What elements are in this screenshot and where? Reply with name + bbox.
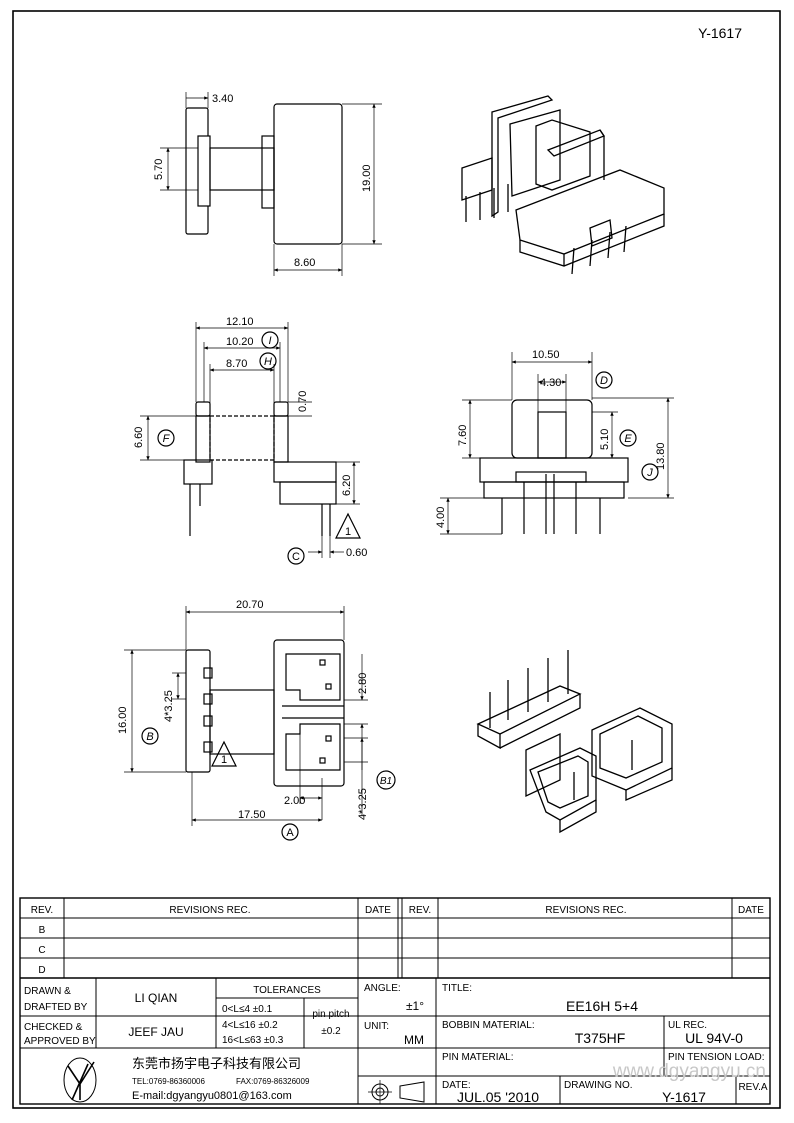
- drawn-label-2: DRAFTED BY: [24, 1002, 88, 1013]
- drawing-no-label: DRAWING NO.: [564, 1080, 633, 1091]
- drawing-no-value: Y-1617: [662, 1089, 706, 1105]
- unit-value: MM: [404, 1033, 424, 1047]
- unit-label: UNIT:: [364, 1021, 389, 1032]
- ul-rec-label: UL REC.: [668, 1020, 707, 1031]
- side-view: [140, 322, 361, 565]
- dim-6-20: 6.20: [341, 475, 353, 496]
- pin-pitch-label: pin pitch: [312, 1009, 349, 1020]
- tolerances-label: TOLERANCES: [253, 985, 321, 996]
- dim-2-80: 2.80: [357, 673, 369, 694]
- tag-1-side: 1: [345, 526, 351, 538]
- front-view: [440, 352, 674, 535]
- dim-3-40: 3.40: [212, 93, 233, 105]
- pin-tension-label: PIN TENSION LOAD:: [668, 1052, 765, 1063]
- dim-0-70: 0.70: [297, 391, 309, 412]
- dim-8-70: 8.70: [226, 358, 247, 370]
- ul-rec-value: UL 94V-0: [685, 1030, 743, 1046]
- dim-16-00: 16.00: [117, 706, 129, 734]
- dim-6-60: 6.60: [133, 427, 145, 448]
- drawn-by-value: LI QIAN: [135, 991, 178, 1005]
- dim-13-80: 13.80: [655, 442, 667, 470]
- checked-by-value: JEEF JAU: [128, 1025, 183, 1039]
- rev-header-rev-2: REV.: [409, 905, 431, 916]
- watermark: www.dgyangyu.cn: [612, 1061, 766, 1082]
- tag-c: C: [292, 551, 300, 563]
- tag-d: D: [600, 375, 608, 387]
- dim-10-20: 10.20: [226, 336, 254, 348]
- tolerance-row-2: 4<L≤16 ±0.2: [222, 1020, 278, 1031]
- company-name: 东莞市扬宇电子科技有限公司: [132, 1056, 301, 1072]
- angle-value: ±1°: [406, 999, 424, 1013]
- dim-12-10: 12.10: [226, 316, 254, 328]
- bottom-view: [124, 606, 396, 841]
- tag-e: E: [624, 433, 632, 445]
- title-label: TITLE:: [442, 983, 472, 994]
- dim-2-00: 2.00: [284, 795, 305, 807]
- dim-7-60: 7.60: [457, 425, 469, 446]
- dim-4x3-25-left: 4*3.25: [163, 690, 175, 722]
- pin-pitch-value: ±0.2: [321, 1026, 341, 1037]
- tag-j: J: [646, 467, 653, 479]
- tag-b: B: [146, 731, 153, 743]
- checked-label-2: APPROVED BY: [24, 1036, 96, 1047]
- title-value: EE16H 5+4: [566, 998, 638, 1014]
- dim-4-30: 4.30: [540, 377, 561, 389]
- iso-view-bottom: [476, 650, 673, 834]
- rev-header-rev: REV.: [31, 905, 53, 916]
- drawing-code: Y-1617: [698, 25, 742, 41]
- tolerance-row-3: 16<L≤63 ±0.3: [222, 1035, 284, 1046]
- dim-0-60: 0.60: [346, 547, 367, 559]
- tag-f: F: [163, 433, 171, 445]
- dim-8-60: 8.60: [294, 257, 315, 269]
- date-value: JUL.05 '2010: [457, 1089, 539, 1105]
- tag-a: A: [286, 827, 294, 839]
- tag-1-bottom: 1: [221, 754, 227, 766]
- rev-header-revisions-2: REVISIONS REC.: [545, 905, 626, 916]
- dim-4-00: 4.00: [435, 507, 447, 528]
- dim-4x3-25-right: 4*3.25: [357, 788, 369, 820]
- dim-5-70: 5.70: [153, 159, 165, 180]
- angle-label: ANGLE:: [364, 983, 401, 994]
- dim-5-10: 5.10: [599, 429, 611, 450]
- iso-view-top: [461, 95, 665, 275]
- dim-17-50: 17.50: [238, 809, 266, 821]
- company-email: E-mail:dgyangyu0801@163.com: [132, 1090, 292, 1102]
- dim-19-00: 19.00: [361, 164, 373, 192]
- dim-20-70: 20.70: [236, 599, 264, 611]
- drawn-label-1: DRAWN &: [24, 986, 71, 997]
- dim-10-50: 10.50: [532, 349, 560, 361]
- rev-row-b: B: [39, 925, 46, 936]
- tag-b1: B1: [380, 776, 392, 787]
- top-view: [160, 92, 382, 276]
- title-block: [19, 897, 771, 1105]
- tag-i: I: [268, 335, 271, 347]
- rev-row-d: D: [38, 965, 45, 976]
- rev-header-revisions: REVISIONS REC.: [169, 905, 250, 916]
- rev-a: REV.A: [738, 1082, 767, 1093]
- bobbin-material-label: BOBBIN MATERIAL:: [442, 1020, 535, 1031]
- bobbin-material-value: T375HF: [575, 1030, 626, 1046]
- company-tel: TEL:0769-86360006: [132, 1077, 206, 1086]
- company-fax: FAX:0769-86326009: [236, 1077, 310, 1086]
- rev-header-date: DATE: [365, 905, 391, 916]
- rev-header-date-2: DATE: [738, 905, 764, 916]
- tolerance-row-1: 0<L≤4 ±0.1: [222, 1004, 273, 1015]
- tag-h: H: [264, 356, 272, 368]
- date-label: DATE:: [442, 1080, 471, 1091]
- sheet-border: [12, 10, 781, 1109]
- checked-label-1: CHECKED &: [24, 1022, 83, 1033]
- rev-row-c: C: [38, 945, 45, 956]
- pin-material-label: PIN MATERIAL:: [442, 1052, 514, 1063]
